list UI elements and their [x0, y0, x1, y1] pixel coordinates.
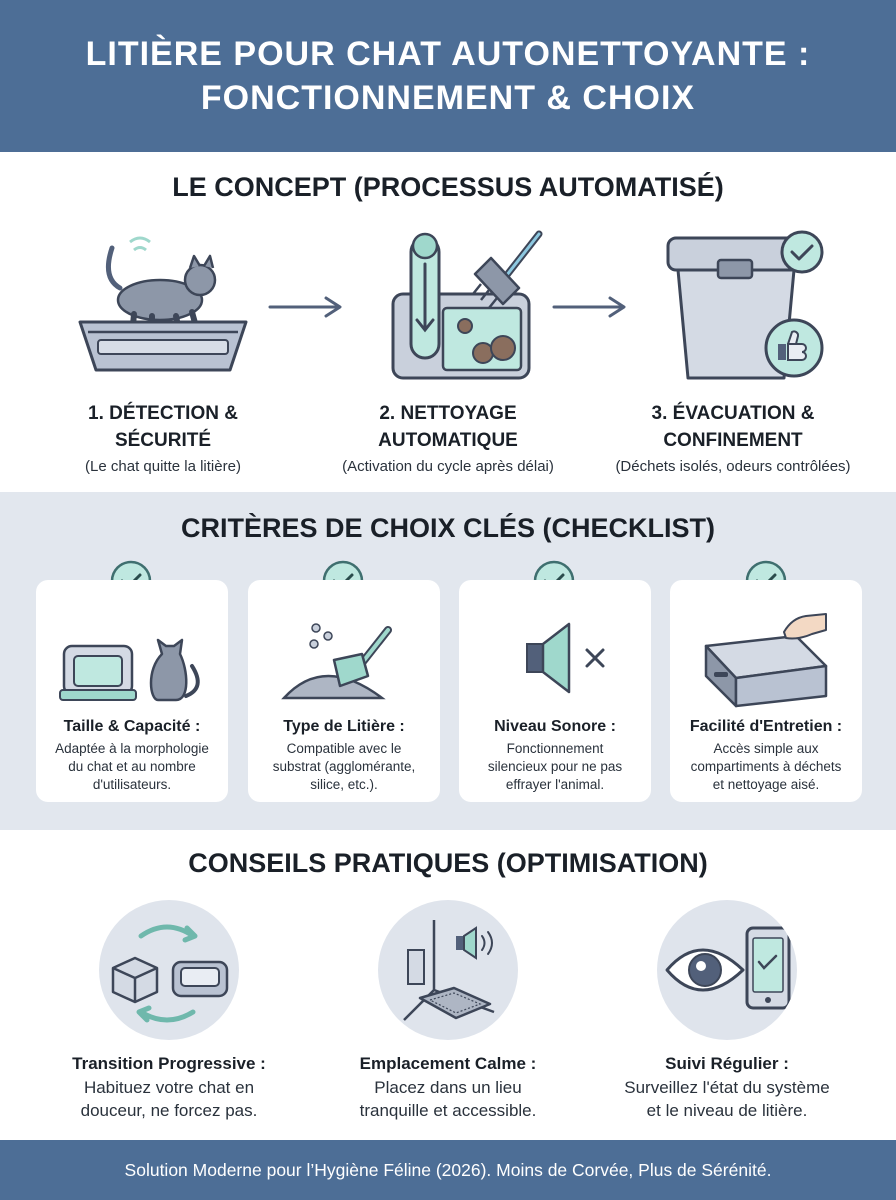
desc-line: Surveillez l'état du système — [624, 1078, 830, 1097]
step-2-label-line-1: 2. NETTOYAGE — [379, 403, 517, 424]
desc-line: effrayer l'animal. — [505, 777, 605, 792]
tip-desc: Habituez votre chat en douceur, ne force… — [24, 1076, 314, 1122]
footer-text: Solution Moderne pour l’Hygiène Féline (… — [124, 1159, 772, 1180]
litter-scoop-icon — [264, 606, 424, 710]
concept-step-detection: 1. DÉTECTION & SÉCURITÉ (Le chat quitte … — [28, 228, 298, 475]
tip-desc: Placez dans un lieu tranquille et access… — [303, 1076, 593, 1122]
criteria-card-size: Taille & Capacité : Adaptée à la morphol… — [36, 580, 228, 802]
desc-line: compartiments à déchets — [690, 759, 842, 774]
sealed-bin-icon — [638, 228, 828, 388]
desc-line: Habituez votre chat en — [83, 1078, 255, 1097]
step-1-label-line-2: SÉCURITÉ — [114, 430, 212, 451]
criteria-card-title: Niveau Sonore : — [494, 718, 616, 735]
desc-line: Fonctionnement — [506, 741, 604, 756]
tip-title: Suivi Régulier : — [665, 1054, 789, 1073]
criteria-card-litter-type: Type de Litière : Compatible avec le sub… — [248, 580, 440, 802]
tip-desc: Surveillez l'état du système et le nivea… — [582, 1076, 872, 1122]
tip-title: Transition Progressive : — [72, 1054, 266, 1073]
concept-title: LE CONCEPT (PROCESSUS AUTOMATISÉ) — [172, 172, 724, 202]
criteria-card-desc: Compatible avec le substrat (agglomérant… — [258, 740, 430, 794]
header-banner: LITIÈRE POUR CHAT AUTONETTOYANTE : FONCT… — [0, 0, 896, 152]
speaker-muted-icon — [475, 606, 635, 710]
desc-line: Accès simple aux — [713, 741, 819, 756]
litter-box-and-cat-icon — [52, 606, 212, 710]
step-3-sub: (Déchets isolés, odeurs contrôlées) — [615, 458, 851, 475]
criteria-card-maintenance: Facilité d'Entretien : Accès simple aux … — [670, 580, 862, 802]
arrow-right-icon — [268, 296, 342, 318]
desc-line: douceur, ne forcez pas. — [80, 1101, 258, 1120]
concept-step-cleaning: 2. NETTOYAGE AUTOMATIQUE (Activation du … — [313, 228, 583, 475]
page-title-line-2: FONCTIONNEMENT & CHOIX — [200, 79, 696, 117]
criteria-title: CRITÈRES DE CHOIX CLÉS (CHECKLIST) — [180, 513, 716, 543]
criteria-card-desc: Adaptée à la morphologie du chat et au n… — [46, 740, 218, 794]
tip-transition: Transition Progressive : Habituez votre … — [24, 900, 314, 1122]
desc-line: substrat (agglomérante, — [272, 759, 416, 774]
criteria-card-title: Facilité d'Entretien : — [689, 718, 843, 735]
step-3-label-line-2: CONFINEMENT — [663, 430, 803, 451]
criteria-card-desc: Fonctionnement silencieux pour ne pas ef… — [469, 740, 641, 794]
criteria-card-desc: Accès simple aux compartiments à déchets… — [680, 740, 852, 794]
desc-line: et le niveau de litière. — [646, 1101, 808, 1120]
eye-phone-icon — [657, 900, 797, 1040]
desc-line: tranquille et accessible. — [359, 1101, 537, 1120]
step-2-sub: (Activation du cycle après délai) — [342, 458, 554, 475]
step-3-label: 3. ÉVACUATION & CONFINEMENT — [598, 400, 868, 454]
desc-line: et nettoyage aisé. — [712, 777, 820, 792]
desc-line: d'utilisateurs. — [92, 777, 172, 792]
box-swap-icon — [99, 900, 239, 1040]
step-1-label: 1. DÉTECTION & SÉCURITÉ — [28, 400, 298, 454]
desc-line: Adaptée à la morphologie — [55, 741, 209, 756]
criteria-card-title: Taille & Capacité : — [63, 718, 201, 735]
desc-line: silencieux pour ne pas — [487, 759, 623, 774]
step-3-label-line-1: 3. ÉVACUATION & — [651, 403, 815, 424]
criteria-card-title: Type de Litière : — [283, 718, 405, 735]
tip-monitoring: Suivi Régulier : Surveillez l'état du sy… — [582, 900, 872, 1122]
tip-title: Emplacement Calme : — [359, 1054, 537, 1073]
desc-line: Placez dans un lieu — [374, 1078, 522, 1097]
cat-on-litter-box-icon — [68, 228, 258, 388]
step-2-label: 2. NETTOYAGE AUTOMATIQUE — [313, 400, 583, 454]
desc-line: du chat et au nombre — [68, 759, 196, 774]
desc-line: silice, etc.). — [310, 777, 378, 792]
tip-location: Emplacement Calme : Placez dans un lieu … — [303, 900, 593, 1122]
desc-line: Compatible avec le — [286, 741, 402, 756]
criteria-card-noise: Niveau Sonore : Fonctionnement silencieu… — [459, 580, 651, 802]
step-2-label-line-2: AUTOMATIQUE — [378, 430, 518, 451]
step-1-sub: (Le chat quitte la litière) — [85, 458, 241, 475]
page-title-line-1: LITIÈRE POUR CHAT AUTONETTOYANTE : — [85, 35, 811, 73]
drawer-hand-icon — [686, 606, 846, 710]
footer-banner: Solution Moderne pour l’Hygiène Féline (… — [0, 1140, 896, 1200]
arrow-right-icon — [552, 296, 626, 318]
concept-step-evacuation: 3. ÉVACUATION & CONFINEMENT (Déchets iso… — [598, 228, 868, 475]
rake-cleaning-icon — [353, 228, 543, 388]
step-1-label-line-1: 1. DÉTECTION & — [88, 403, 238, 424]
quiet-corner-icon — [378, 900, 518, 1040]
tips-title: CONSEILS PRATIQUES (OPTIMISATION) — [188, 848, 708, 878]
